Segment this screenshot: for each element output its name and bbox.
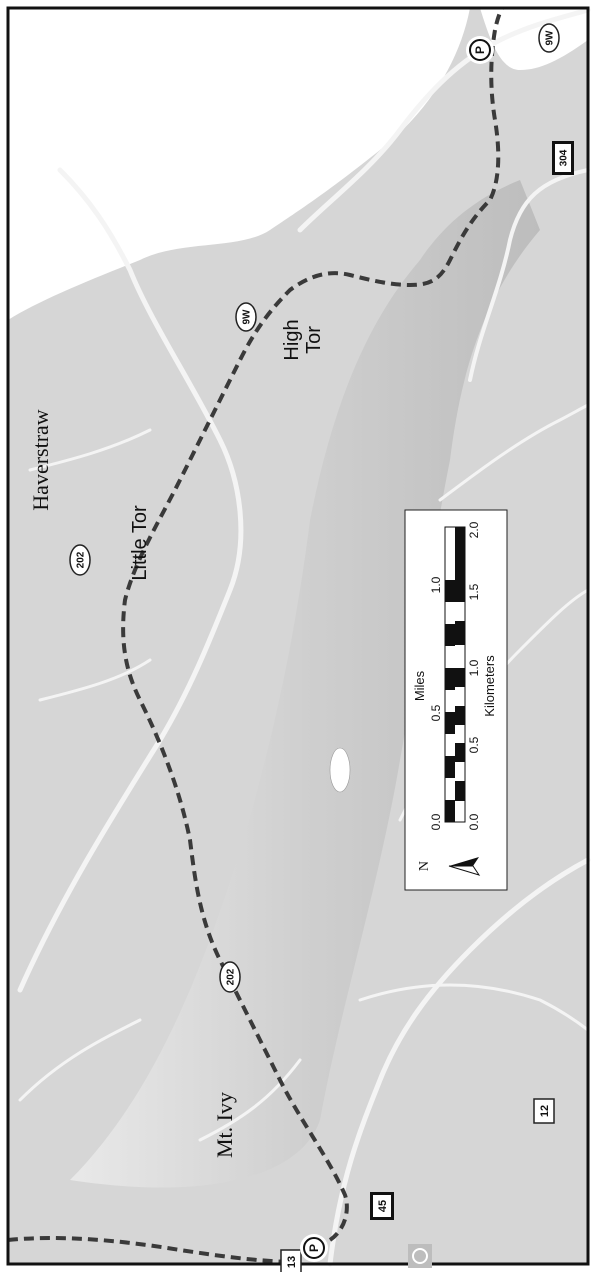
- road-9w: [297, 7, 591, 233]
- mile-segments: [445, 580, 455, 822]
- shield-13-label: 13: [286, 1256, 298, 1268]
- shield-12-label: 12: [539, 1105, 551, 1117]
- parking-marker-north-label: P: [473, 46, 487, 54]
- scale-km-tick-2: 1.0: [467, 659, 481, 676]
- road-local-5: [18, 1018, 142, 1102]
- shield-45-label: 45: [377, 1200, 389, 1212]
- label-haverstraw: Haverstraw: [28, 409, 53, 511]
- label-high-tor-line1: High: [281, 319, 303, 360]
- shield-9w-upper: 9W: [538, 23, 560, 53]
- hiking-trail: [121, 7, 504, 1242]
- shield-202-lower: 202: [219, 961, 241, 993]
- north-label: N: [417, 861, 432, 871]
- north-arrow-icon: [448, 857, 481, 876]
- shield-9w-lower-label: 9W: [242, 309, 253, 325]
- parking-marker-south: P: [300, 1234, 328, 1262]
- road-304: [468, 168, 590, 382]
- shield-9w-upper-label: 9W: [545, 30, 556, 46]
- shield-45: 45: [370, 1192, 394, 1220]
- road-45: [327, 857, 591, 1267]
- scale-mile-tick-0: 0.0: [429, 813, 443, 830]
- scale-km-title: Kilometers: [482, 655, 497, 717]
- road-local-6: [38, 658, 152, 702]
- parking-marker-south-label: P: [307, 1244, 321, 1252]
- road-202: [17, 167, 244, 993]
- scale-mile-tick-2: 1.0: [429, 576, 443, 593]
- km-segments: [455, 527, 465, 801]
- scale-panel: Miles 0.0 0.5 1.0 Kilometers 0.0 0.5 1.0…: [404, 509, 508, 891]
- scale-miles-title: Miles: [412, 670, 427, 701]
- trail-connector-left: [7, 1236, 301, 1264]
- scale-km-tick-3: 1.5: [467, 583, 481, 600]
- park-emblem-icon: [408, 1244, 432, 1268]
- road-local-3: [438, 403, 590, 502]
- road-local-7: [28, 428, 152, 472]
- parking-marker-north: P: [466, 36, 494, 64]
- shield-202-upper: 202: [69, 544, 91, 576]
- label-high-tor-line2: Tor: [303, 326, 325, 354]
- shield-202-lower-label: 202: [226, 968, 237, 985]
- scale-km-tick-1: 0.5: [467, 736, 481, 753]
- label-mt-ivy: Mt. Ivy: [212, 1092, 237, 1158]
- shield-202-upper-label: 202: [76, 551, 87, 568]
- scale-bar: [444, 526, 466, 823]
- shield-304: 304: [552, 141, 574, 175]
- scale-mile-tick-1: 0.5: [429, 704, 443, 721]
- label-little-tor: Little Tor: [129, 505, 151, 581]
- scale-km-tick-4: 2.0: [467, 521, 481, 538]
- road-local-2: [358, 983, 590, 1032]
- shield-9w-lower: 9W: [235, 302, 257, 332]
- shield-12: 12: [533, 1098, 555, 1124]
- scale-km-tick-0: 0.0: [467, 813, 481, 830]
- pond: [329, 747, 351, 793]
- shield-304-label: 304: [559, 149, 570, 166]
- road-local-4: [198, 1058, 302, 1142]
- ridge-terrain: [70, 180, 540, 1188]
- river-inlet: [480, 8, 588, 70]
- shield-13: 13: [280, 1249, 302, 1272]
- river-water: [8, 8, 470, 320]
